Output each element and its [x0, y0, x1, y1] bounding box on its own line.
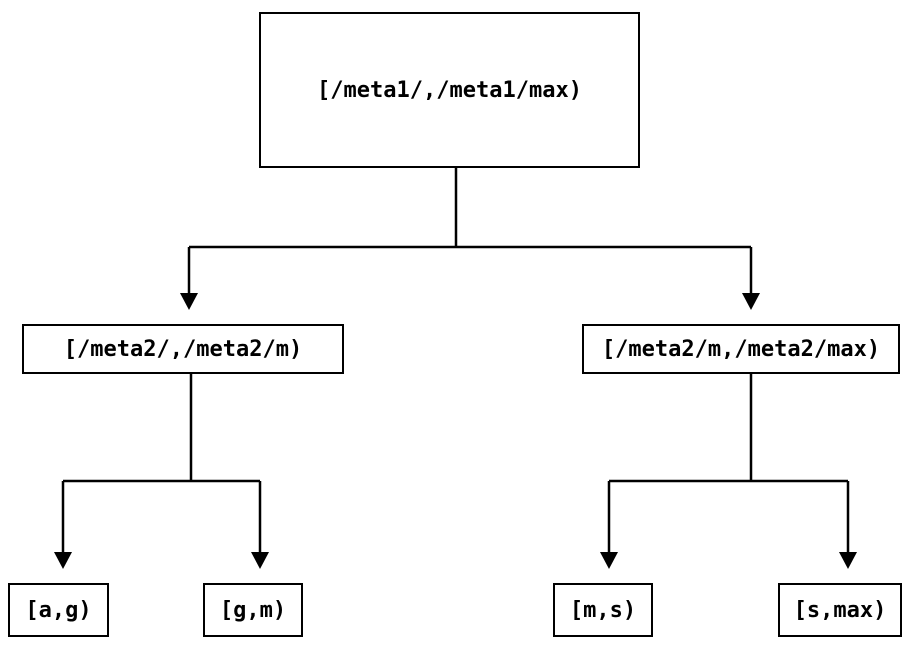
arrowhead-down-icon: [251, 552, 269, 569]
edge-root-to-children: [180, 168, 760, 310]
arrowhead-down-icon: [180, 293, 198, 310]
arrowhead-down-icon: [600, 552, 618, 569]
tree-node-leaf-ms: [m,s): [553, 583, 653, 637]
tree-node-leaf-ag-label: [a,g): [25, 597, 92, 623]
arrowhead-down-icon: [839, 552, 857, 569]
tree-node-mid-right: [/meta2/m,/meta2/max): [582, 324, 900, 374]
tree-node-root: [/meta1/,/meta1/max): [259, 12, 640, 168]
tree-node-leaf-gm: [g,m): [203, 583, 303, 637]
tree-node-leaf-gm-label: [g,m): [219, 597, 287, 623]
tree-node-root-label: [/meta1/,/meta1/max): [317, 77, 582, 103]
tree-node-mid-right-label: [/meta2/m,/meta2/max): [601, 336, 881, 362]
edge-midright-to-children: [600, 374, 857, 569]
tree-node-leaf-ag: [a,g): [8, 583, 109, 637]
edge-midleft-to-children: [54, 374, 269, 569]
tree-node-leaf-ms-label: [m,s): [569, 597, 637, 623]
arrowhead-down-icon: [54, 552, 72, 569]
tree-node-mid-left: [/meta2/,/meta2/m): [22, 324, 344, 374]
tree-node-mid-left-label: [/meta2/,/meta2/m): [63, 336, 303, 362]
tree-node-leaf-smax: [s,max): [778, 583, 902, 637]
arrowhead-down-icon: [742, 293, 760, 310]
tree-node-leaf-smax-label: [s,max): [793, 597, 887, 623]
